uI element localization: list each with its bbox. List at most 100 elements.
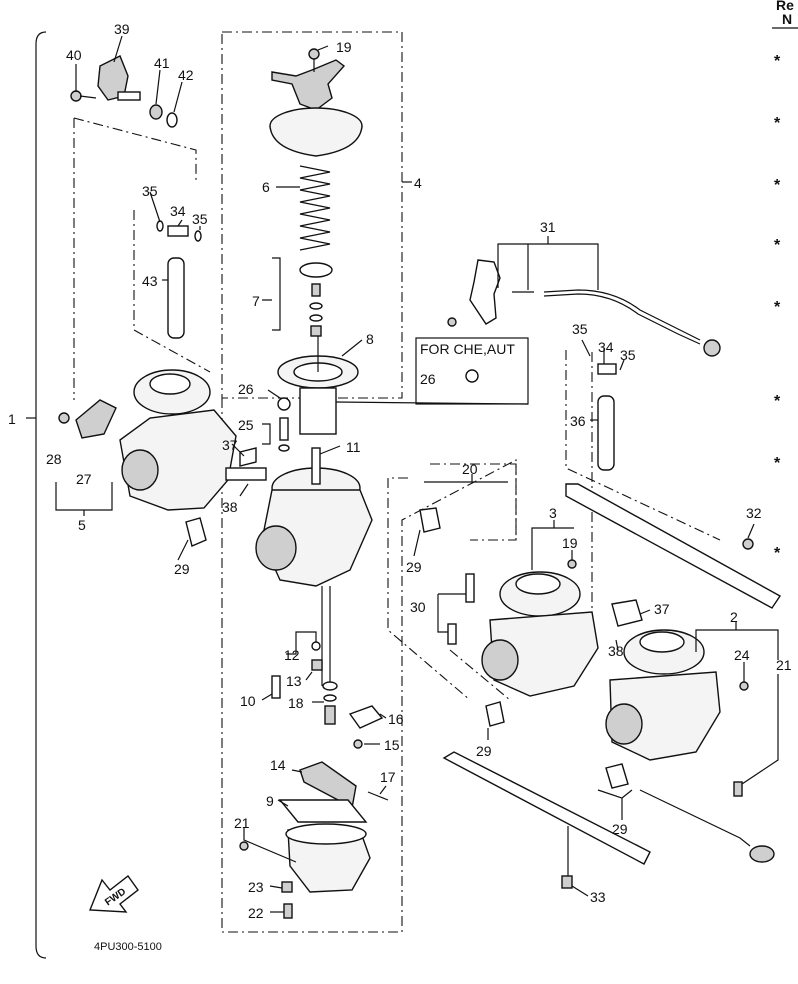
screw-28 [58, 412, 70, 424]
callout-label: 38 [222, 499, 238, 515]
callout-label: 20 [462, 461, 478, 477]
leader [317, 45, 329, 51]
leader [571, 885, 589, 897]
asterisk-marker: * [774, 455, 781, 472]
screw-25 [279, 417, 289, 441]
bowl-top [285, 823, 367, 845]
callout-label: 17 [380, 769, 396, 785]
callout-label: 1 [8, 411, 16, 427]
callout-label: 38 [608, 643, 624, 659]
piston-valve [299, 387, 337, 435]
callout-label: 27 [76, 471, 92, 487]
needle-valve-18 [324, 705, 336, 725]
washer-41 [149, 104, 163, 120]
leader [269, 885, 283, 889]
callout-label: 3 [549, 505, 557, 521]
callout-label: 21 [234, 815, 250, 831]
right-carburetor-2 [605, 599, 749, 761]
bracket-29 [419, 507, 441, 533]
joint-38 [225, 467, 267, 481]
needle-retainer [299, 262, 333, 278]
callout-label: 30 [410, 599, 426, 615]
gasket-9 [278, 799, 368, 823]
needle-washer [309, 314, 323, 322]
callout-label: 29 [612, 821, 628, 837]
leader [239, 483, 249, 497]
choke-cable [639, 789, 751, 847]
plug-23 [281, 881, 293, 893]
leader [319, 445, 341, 455]
asterisk-marker: * [774, 177, 781, 194]
guide-lines-top [73, 117, 211, 400]
callout-label: 35 [572, 321, 588, 337]
screw-cable [447, 317, 457, 327]
oring-42 [166, 112, 178, 128]
pin-17 [367, 791, 389, 801]
asterisk-marker: * [774, 299, 781, 316]
bracket-29 [185, 517, 207, 547]
cable-31-b [543, 293, 701, 345]
leader [277, 799, 289, 807]
screw-15 [353, 739, 363, 749]
callout-label: 9 [266, 793, 274, 809]
bracket-31 [469, 259, 501, 325]
leader [177, 219, 183, 227]
needle-spacer [310, 325, 322, 337]
bolt-40 [70, 90, 82, 102]
callout-label: 16 [388, 711, 404, 727]
callout-label: 29 [174, 561, 190, 577]
leader [497, 236, 599, 290]
callout-label: 19 [336, 39, 352, 55]
leader [262, 257, 281, 331]
bolt-32 [742, 538, 754, 550]
fitting-37-right [611, 599, 643, 627]
oring-25 [278, 444, 290, 452]
fwd-arrow-icon [88, 874, 139, 913]
leader [747, 523, 755, 539]
screw-21-right [733, 781, 743, 797]
leader [341, 339, 363, 357]
plug-26 [277, 397, 291, 411]
callout-label: 28 [46, 451, 62, 467]
leader [639, 609, 651, 615]
leader [177, 539, 189, 561]
rail-33-bar [442, 751, 651, 865]
center-carburetor [225, 397, 373, 686]
leader [379, 713, 387, 719]
leader [615, 639, 619, 651]
needle-clip [311, 283, 321, 297]
bracket-29 [605, 763, 629, 789]
plate-16 [348, 705, 384, 729]
center-carb-bore [255, 525, 297, 571]
leader [155, 69, 161, 105]
leader [267, 389, 281, 399]
callout-label: 40 [66, 47, 82, 63]
callout-label: 22 [248, 905, 264, 921]
leader [413, 529, 421, 557]
leader [55, 482, 113, 516]
left-bracket [35, 31, 47, 959]
fitting-37 [239, 447, 257, 467]
oring-18b [323, 694, 337, 702]
callout-label: 21 [776, 657, 792, 673]
callout-label: 35 [620, 347, 636, 363]
callout-label: 23 [248, 879, 264, 895]
callout-label: 14 [270, 757, 286, 773]
brackets-29 [185, 507, 629, 789]
callout-label: 4 [414, 175, 422, 191]
leader [149, 191, 161, 223]
callout-label: 24 [734, 647, 750, 663]
bolt-33 [561, 875, 573, 889]
leader [243, 828, 297, 863]
left-carb-bore [121, 449, 159, 491]
leader [113, 35, 123, 63]
carb-3-cap [515, 573, 561, 595]
callout-label: 19 [562, 535, 578, 551]
carb-3-body [489, 611, 599, 697]
callout-label: 43 [142, 273, 158, 289]
callout-label: 5 [78, 517, 86, 533]
screw-19-right [567, 559, 577, 569]
leader [597, 789, 633, 820]
callout-label: 37 [222, 437, 238, 453]
carb-2-cap [639, 631, 685, 653]
